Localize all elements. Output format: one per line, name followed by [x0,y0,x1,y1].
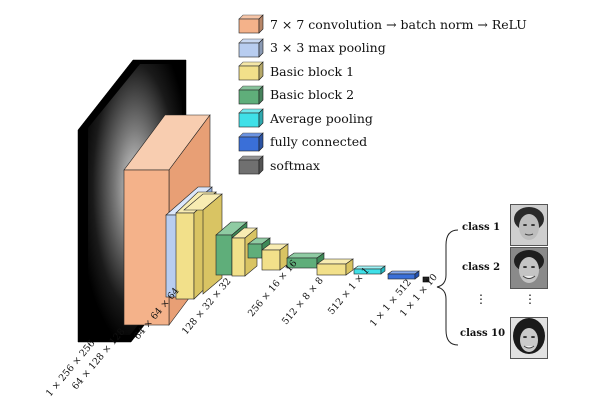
class-label-10: class 10 [460,328,506,339]
legend-swatch [238,61,264,81]
face-ellipsis: ⋮ [524,292,536,306]
legend-label: Average pooling [270,110,373,126]
legend-item-2: Basic block 1 [238,61,354,81]
legend-swatch [238,131,264,152]
legend-item-4: Average pooling [238,108,373,128]
legend-swatch [238,155,264,175]
fc-layer [387,270,420,280]
class-ellipsis: ⋮ [475,292,487,306]
avgpool-layer [353,265,386,275]
legend-label: 7 × 7 convolution → batch norm → ReLU [270,16,527,32]
legend-label: fully connected [270,134,368,149]
legend-label: Basic block 1 [270,63,355,79]
legend-item-6: softmax [238,155,320,175]
legend-label: Basic block 2 [270,87,355,102]
output-brace [436,229,459,346]
class-label-2: class 2 [462,262,501,273]
legend-swatch [238,37,264,58]
legend-swatch [238,108,264,128]
face-image-class-1 [510,204,548,246]
face-image-class-10 [510,317,548,359]
legend-item-5: fully connected [238,131,368,152]
maxpool-block1-layer [165,186,223,300]
legend-label: 3 × 3 max pooling [270,40,386,55]
block2-layer-512 [286,252,354,276]
legend-label: softmax [270,157,320,173]
legend-swatch [238,14,264,34]
legend-swatch [238,84,264,105]
softmax-layer [422,276,430,283]
block2-layer-256 [247,237,289,271]
legend-item-3: Basic block 2 [238,84,355,105]
legend-item-1: 3 × 3 max pooling [238,37,386,58]
class-label-1: class 1 [462,222,501,233]
face-image-class-2 [510,247,548,289]
legend-item-0: 7 × 7 convolution → batch norm → ReLU [238,14,527,34]
